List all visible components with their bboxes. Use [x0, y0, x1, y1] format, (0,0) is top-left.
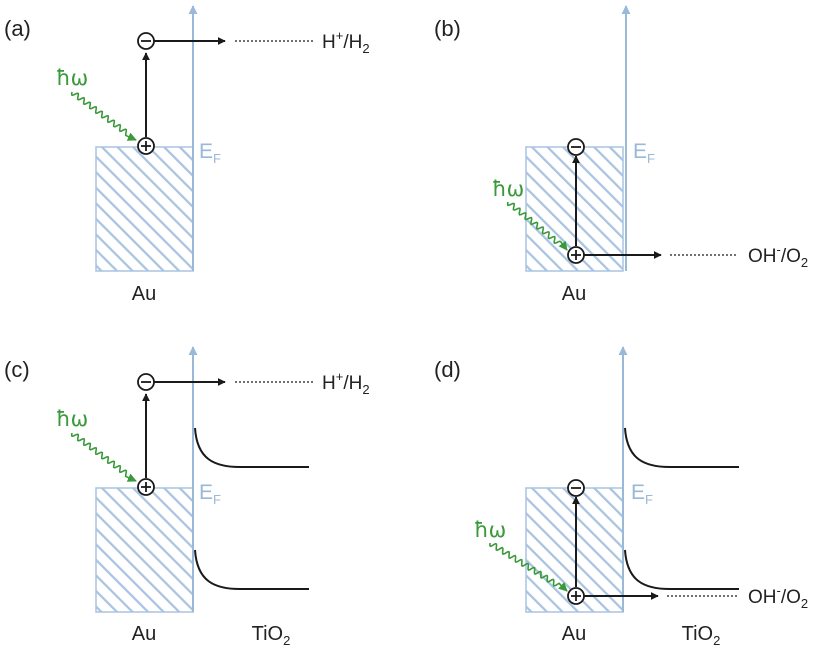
fermi-level-label: EF	[199, 140, 221, 166]
photon-wavy-arrow	[506, 201, 568, 251]
panel-label: (d)	[434, 357, 461, 382]
fermi-level-label: EF	[199, 481, 221, 507]
photon-label: ħω	[56, 66, 88, 90]
panel-label: (a)	[4, 16, 31, 41]
panel-d: (d) EF Au TiO2 ħω OH-/O2	[434, 346, 808, 646]
panel-c: (c) EF Au TiO2 ħω H+/H2	[4, 346, 370, 646]
photon-wavy-arrow	[489, 542, 568, 592]
metal-label: Au	[132, 283, 156, 305]
metal-label: Au	[562, 623, 586, 645]
valence-band-edge	[194, 549, 309, 590]
conduction-band-edge	[624, 427, 739, 468]
photon-label: ħω	[474, 518, 506, 542]
photon-wavy-arrow	[70, 432, 137, 482]
metal-label: Au	[132, 623, 156, 645]
metal-band-fill	[95, 487, 194, 613]
reaction-label: H+/H2	[322, 28, 370, 56]
conduction-band-edge	[194, 427, 309, 468]
metal-band-fill	[95, 146, 194, 272]
photon-label: ħω	[56, 407, 88, 431]
semiconductor-label: TiO2	[252, 623, 291, 646]
valence-band-edge	[624, 549, 739, 590]
panel-label: (c)	[4, 357, 30, 382]
reaction-label: H+/H2	[322, 369, 370, 397]
panel-label: (b)	[434, 16, 461, 41]
fermi-level-label: EF	[633, 140, 655, 166]
photon-label: ħω	[492, 177, 524, 201]
panel-a: (a) EF Au ħω H+/H2	[4, 5, 370, 305]
reaction-label: OH-/O2	[748, 242, 808, 270]
panel-b: (b) EF Au ħω OH-/O2	[434, 5, 808, 305]
reaction-label: OH-/O2	[748, 583, 808, 611]
metal-label: Au	[562, 283, 586, 305]
photon-wavy-arrow	[70, 91, 137, 141]
semiconductor-label: TiO2	[682, 623, 721, 646]
fermi-level-label: EF	[631, 481, 653, 507]
